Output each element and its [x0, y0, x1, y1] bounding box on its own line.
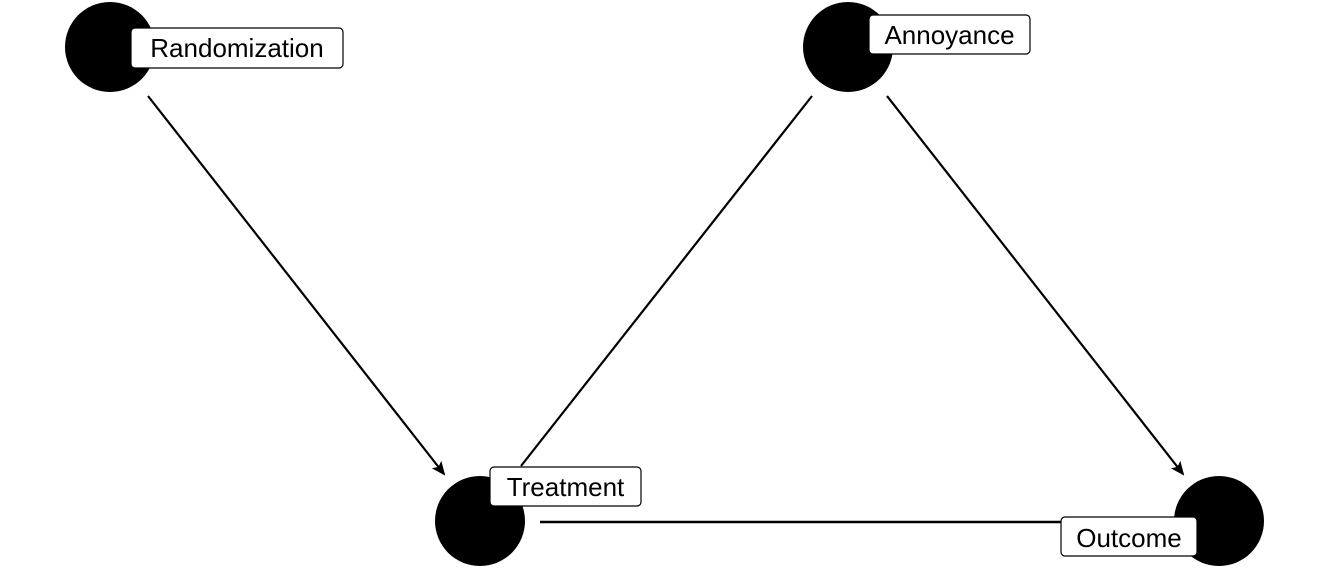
node-randomization: Randomization	[65, 2, 344, 92]
edge-annoyance-to-outcome	[886, 95, 1185, 476]
node-annoyance: Annoyance	[803, 2, 1031, 92]
edge-randomization-to-treatment	[147, 95, 446, 476]
node-treatment: Treatment	[435, 466, 642, 566]
node-randomization-circle	[65, 2, 155, 92]
node-annoyance-label: Annoyance	[884, 20, 1014, 50]
node-annoyance-label-box	[868, 14, 1031, 55]
edge-annoyance-to-treatment	[520, 95, 813, 467]
node-treatment-label: Treatment	[507, 472, 625, 502]
node-treatment-label-box	[489, 466, 642, 507]
node-outcome-label: Outcome	[1076, 523, 1182, 553]
node-randomization-label-box	[130, 27, 344, 69]
node-outcome-label-box	[1060, 516, 1198, 557]
node-outcome: Outcome	[1060, 476, 1264, 566]
node-randomization-label: Randomization	[150, 33, 323, 63]
edges-group	[147, 95, 1185, 524]
